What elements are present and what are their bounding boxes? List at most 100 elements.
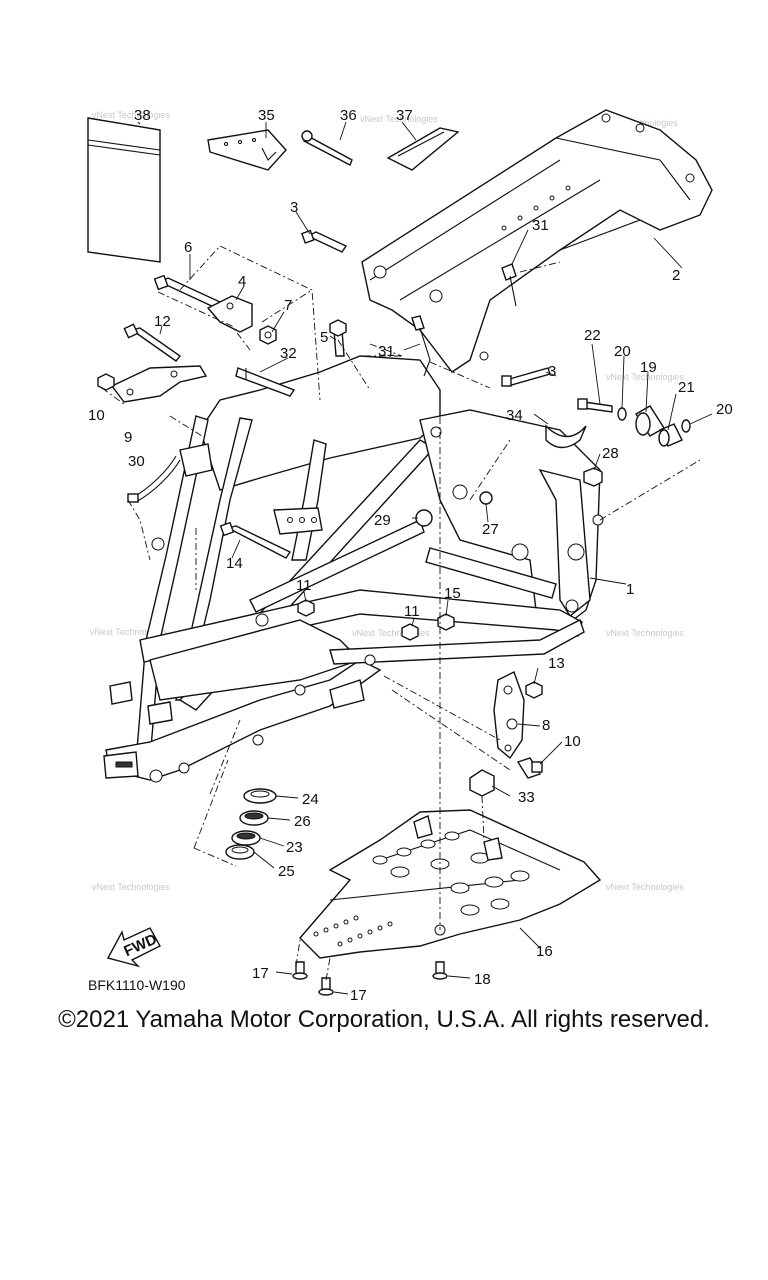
- part-25-seal[interactable]: [225, 844, 255, 860]
- label-22: 22: [584, 327, 601, 344]
- part-30-tie[interactable]: [127, 455, 181, 503]
- label-18: 18: [474, 971, 491, 988]
- part-18-bolt[interactable]: [432, 961, 448, 980]
- part-5-bolt[interactable]: [329, 319, 347, 357]
- part-labels: 38 35 36 37 31 2 6 3 4 7 12 5 32 31 3 22…: [88, 107, 733, 1004]
- part-20-washer-right[interactable]: [681, 419, 691, 433]
- part-37-strap[interactable]: [386, 127, 460, 171]
- part-1-main-frame[interactable]: [103, 355, 604, 783]
- part-16-skid-plate[interactable]: [299, 809, 602, 959]
- watermark: vNext Technologies: [360, 114, 438, 124]
- part-10-bolt-bottom[interactable]: [516, 757, 543, 779]
- part-32-strap[interactable]: [235, 367, 296, 397]
- part-28-nut[interactable]: [583, 467, 603, 487]
- label-31-top: 31: [532, 217, 549, 234]
- part-27-grommet[interactable]: [479, 491, 493, 505]
- label-19: 19: [640, 359, 657, 376]
- part-17-bolt-left[interactable]: [292, 961, 308, 980]
- part-21-collar[interactable]: [658, 423, 683, 447]
- label-20-left: 20: [614, 343, 631, 360]
- part-31-clip-top[interactable]: [501, 263, 517, 307]
- label-34: 34: [506, 407, 523, 424]
- label-35: 35: [258, 107, 275, 124]
- part-13-nut[interactable]: [525, 681, 543, 699]
- label-24: 24: [302, 791, 319, 808]
- part-14-bolt[interactable]: [219, 521, 292, 559]
- label-1: 1: [626, 581, 634, 598]
- label-28: 28: [602, 445, 619, 462]
- watermark: vNext Technologies: [90, 627, 168, 637]
- part-2-rear-subframe[interactable]: [361, 109, 713, 373]
- part-34-guard[interactable]: [545, 424, 587, 449]
- part-7-nut[interactable]: [259, 325, 277, 345]
- label-26: 26: [294, 813, 311, 830]
- diagram-code: BFK1110-W190: [88, 977, 186, 993]
- label-10-bottom: 10: [564, 733, 581, 750]
- part-23-bearing[interactable]: [231, 830, 261, 846]
- part-17-bolt-right[interactable]: [318, 977, 334, 996]
- watermark: vNext Technologies: [352, 628, 430, 638]
- part-12-bolt[interactable]: [123, 323, 182, 362]
- part-26-bearing[interactable]: [239, 810, 269, 826]
- label-15: 15: [444, 585, 461, 602]
- label-7: 7: [284, 297, 292, 314]
- part-11-nut-right[interactable]: [401, 623, 419, 641]
- part-24-seal[interactable]: [243, 788, 277, 804]
- part-38-label-card[interactable]: [87, 117, 161, 263]
- label-17-left: 17: [252, 965, 269, 982]
- watermark: vNext Technologies: [606, 882, 684, 892]
- part-22-bolt[interactable]: [577, 398, 613, 413]
- label-30: 30: [128, 453, 145, 470]
- label-33: 33: [518, 789, 535, 806]
- part-36-pin[interactable]: [301, 130, 353, 166]
- part-3-bolt-top[interactable]: [300, 229, 348, 253]
- label-4: 4: [238, 273, 246, 290]
- copyright-notice: ©2021 Yamaha Motor Corporation, U.S.A. A…: [58, 1006, 710, 1033]
- watermark: vNext Technologies: [606, 372, 684, 382]
- part-31-clip-mid[interactable]: [411, 315, 431, 377]
- label-23: 23: [286, 839, 303, 856]
- label-17-right: 17: [350, 987, 367, 1004]
- part-20-washer-left[interactable]: [617, 407, 627, 421]
- label-16: 16: [536, 943, 553, 960]
- watermark: vNext Technologies: [606, 628, 684, 638]
- label-11-right: 11: [404, 603, 420, 620]
- leader-lines: [101, 121, 713, 995]
- label-12: 12: [154, 313, 171, 330]
- label-5: 5: [320, 329, 328, 346]
- label-9: 9: [124, 429, 132, 446]
- part-29-grommet[interactable]: [415, 509, 433, 527]
- label-25: 25: [278, 863, 295, 880]
- label-37: 37: [396, 107, 413, 124]
- part-3-bolt-right[interactable]: [501, 367, 551, 387]
- label-13: 13: [548, 655, 565, 672]
- part-6-bolt[interactable]: [153, 274, 222, 309]
- watermark: vNext Technologies: [92, 110, 170, 120]
- part-8-bracket[interactable]: [493, 671, 525, 760]
- label-3-right: 3: [548, 363, 556, 380]
- label-38: 38: [134, 107, 151, 124]
- label-36: 36: [340, 107, 357, 124]
- part-35-pad[interactable]: [207, 129, 287, 171]
- label-3-top: 3: [290, 199, 298, 216]
- part-9-bracket[interactable]: [110, 365, 208, 403]
- fwd-arrow-icon: FWD: [106, 927, 161, 968]
- label-32: 32: [280, 345, 297, 362]
- label-10-top: 10: [88, 407, 105, 424]
- label-29: 29: [374, 512, 391, 529]
- label-6: 6: [184, 239, 192, 256]
- part-11-nut-left[interactable]: [297, 599, 315, 617]
- watermark: vNext Technologies: [92, 882, 170, 892]
- label-11-left: 11: [296, 577, 312, 594]
- label-31-mid: 31: [378, 343, 395, 360]
- label-27: 27: [482, 521, 499, 538]
- part-4-bracket[interactable]: [206, 295, 253, 333]
- label-8: 8: [542, 717, 550, 734]
- label-14: 14: [226, 555, 243, 572]
- label-2: 2: [672, 267, 680, 284]
- label-21: 21: [678, 379, 695, 396]
- part-33-block[interactable]: [469, 769, 495, 797]
- part-10-nut-top[interactable]: [97, 373, 115, 391]
- part-19-bushing[interactable]: [635, 405, 665, 437]
